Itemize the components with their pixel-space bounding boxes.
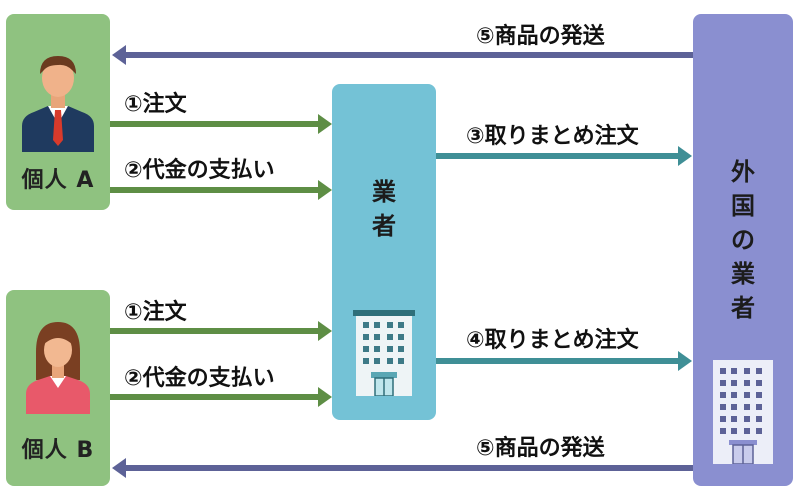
arrow-ship-top — [112, 45, 693, 65]
label-a-order: ①注文 — [124, 92, 187, 117]
label-bulk-order-4: ④取りまとめ注文 — [466, 328, 639, 353]
arrow-b-payment — [110, 387, 332, 407]
individual-a-box: 個人 A — [6, 14, 110, 210]
business-char: 業 — [372, 178, 396, 206]
business-box: 業 者 — [332, 84, 436, 420]
arrow-bulk-order-3 — [436, 146, 692, 166]
foreign-business-label: 外 国 の 業 者 — [693, 160, 793, 330]
businessman-icon — [22, 56, 94, 152]
business-char: 者 — [372, 212, 396, 240]
arrow-ship-bottom — [112, 458, 693, 478]
individual-b-label: 個人 B — [21, 438, 95, 463]
arrow-bulk-order-4 — [436, 351, 692, 371]
foreign-business-box: 外 国 の 業 者 — [693, 14, 793, 486]
foreign-char: 外 — [731, 158, 755, 186]
foreign-char: 者 — [731, 294, 755, 322]
label-b-order: ①注文 — [124, 300, 187, 325]
individual-a-label: 個人 A — [21, 168, 95, 193]
label-ship-top: ⑤商品の発送 — [476, 24, 605, 49]
label-bulk-order-3: ③取りまとめ注文 — [466, 124, 639, 149]
arrow-a-order — [110, 114, 332, 134]
label-ship-bottom: ⑤商品の発送 — [476, 436, 605, 461]
foreign-char: 国 — [731, 192, 755, 220]
individual-b-box: 個人 B — [6, 290, 110, 486]
label-a-payment: ②代金の支払い — [124, 158, 275, 183]
foreign-char: の — [731, 226, 755, 254]
arrow-a-payment — [110, 180, 332, 200]
building-icon — [353, 310, 415, 396]
foreign-building-icon — [713, 360, 773, 464]
business-label: 業 者 — [332, 180, 436, 248]
woman-icon — [26, 322, 90, 414]
foreign-char: 業 — [731, 260, 755, 288]
arrow-b-order — [110, 321, 332, 341]
label-b-payment: ②代金の支払い — [124, 366, 275, 391]
